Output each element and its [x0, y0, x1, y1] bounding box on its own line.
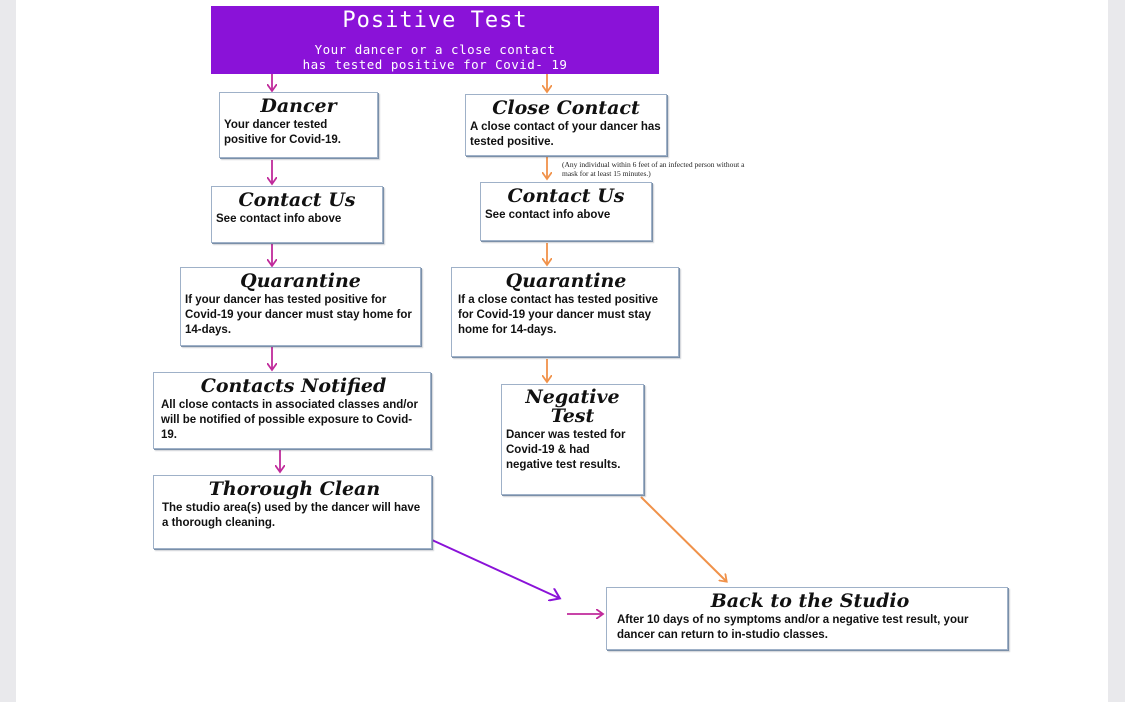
left-quarantine-text: If your dancer has tested positive for C… [185, 294, 412, 336]
arrow-clean-to-back [431, 539, 559, 598]
back-to-studio-title: Back to the Studio [710, 590, 910, 612]
right-contact-title: Contact Us [507, 185, 625, 207]
negative-test-box: Negative Test Dancer was tested for Covi… [501, 384, 644, 495]
dancer-box: Dancer Your dancer tested positive for C… [219, 92, 378, 158]
close-contact-title: Close Contact [492, 97, 640, 119]
right-contact-text: See contact info above [485, 209, 611, 221]
banner-subtitle-line2: has tested positive for Covid- 19 [302, 57, 568, 72]
right-quarantine-box: Quarantine If a close contact has tested… [451, 267, 679, 357]
left-contact-text: See contact info above [216, 213, 342, 225]
contacts-notified-title: Contacts Notified [200, 375, 387, 397]
thorough-clean-title: Thorough Clean [208, 478, 381, 500]
thorough-clean-text: The studio area(s) used by the dancer wi… [162, 502, 421, 529]
dancer-title: Dancer [260, 95, 337, 117]
dancer-text: Your dancer tested positive for Covid-19… [224, 119, 341, 146]
close-contact-text: A close contact of your dancer has teste… [470, 121, 661, 148]
back-to-studio-text: After 10 days of no symptoms and/or a ne… [617, 614, 969, 641]
left-contact-box: Contact Us See contact info above [211, 186, 383, 243]
right-quarantine-title: Quarantine [505, 270, 627, 292]
close-contact-definition-note: (Any individual within 6 feet of an infe… [562, 160, 745, 178]
negative-test-text: Dancer was tested for Covid-19 & had neg… [506, 429, 626, 471]
arrow-negative-to-back [640, 496, 726, 581]
banner-subtitle: Your dancer or a close contact has teste… [211, 42, 659, 72]
banner-subtitle-line1: Your dancer or a close contact [314, 42, 556, 57]
left-quarantine-box: Quarantine If your dancer has tested pos… [180, 267, 421, 346]
right-contact-box: Contact Us See contact info above [480, 182, 652, 241]
contacts-notified-text: All close contacts in associated classes… [161, 399, 418, 441]
back-to-studio-box: Back to the Studio After 10 days of no s… [606, 587, 1008, 650]
close-contact-box: Close Contact A close contact of your da… [465, 94, 667, 156]
contacts-notified-box: Contacts Notified All close contacts in … [153, 372, 431, 449]
banner-title: Positive Test [342, 8, 528, 33]
positive-test-banner: Positive Test Your dancer or a close con… [211, 6, 659, 74]
negative-test-title: Negative Test [525, 386, 620, 427]
thorough-clean-box: Thorough Clean The studio area(s) used b… [153, 475, 432, 549]
left-contact-title: Contact Us [238, 189, 356, 211]
left-quarantine-title: Quarantine [240, 270, 361, 292]
right-quarantine-text: If a close contact has tested positive f… [458, 294, 659, 336]
